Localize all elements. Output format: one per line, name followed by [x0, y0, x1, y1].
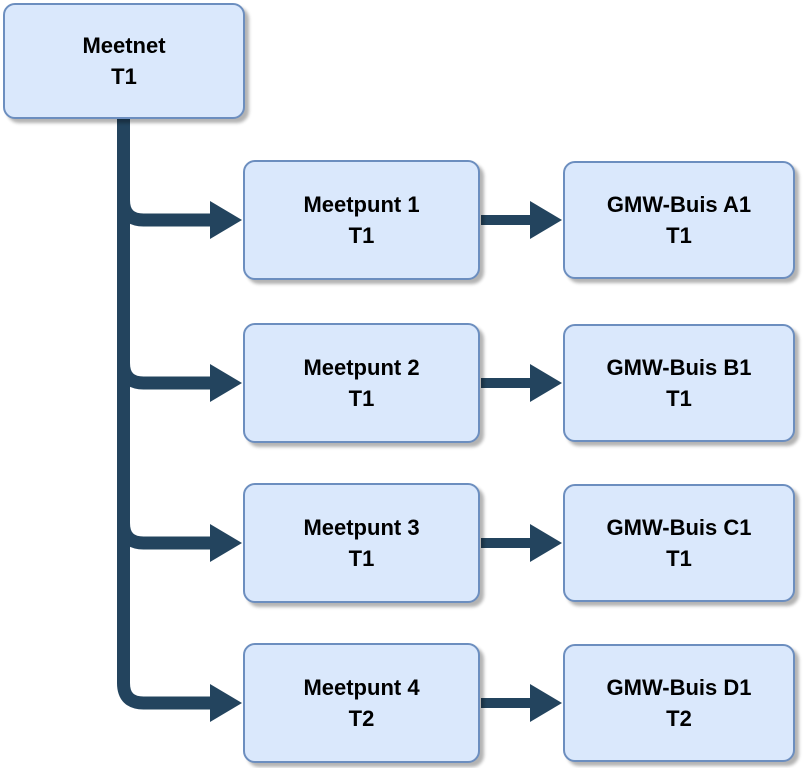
node-sublabel: T1	[348, 223, 375, 248]
node-meetpunt-1: Meetpunt 1 T1	[243, 160, 480, 280]
node-meetpunt-3: Meetpunt 3 T1	[243, 483, 480, 603]
node-gmw-buis-d1: GMW-Buis D1 T2	[563, 644, 795, 762]
node-meetpunt-2: Meetpunt 2 T1	[243, 323, 480, 443]
node-meetpunt-4: Meetpunt 4 T2	[243, 643, 480, 763]
node-label: Meetpunt 4	[303, 675, 420, 700]
node-gmw-buis-c1: GMW-Buis C1 T1	[563, 484, 795, 602]
arrowhead-gmw-d1-icon	[530, 684, 562, 722]
node-label: GMW-Buis C1	[606, 515, 752, 540]
node-sublabel: T1	[348, 546, 375, 571]
node-gmw-buis-b1: GMW-Buis B1 T1	[563, 324, 795, 442]
arrowhead-gmw-b1-icon	[530, 364, 562, 402]
node-sublabel: T1	[666, 546, 692, 571]
edge-meetnet-meetpunt-3	[117, 119, 216, 550]
node-sublabel: T1	[348, 386, 375, 411]
arrowhead-gmw-c1-icon	[530, 524, 562, 562]
node-label: GMW-Buis A1	[606, 192, 752, 217]
node-sublabel: T2	[666, 706, 692, 731]
edge-meetnet-meetpunt-1	[117, 119, 216, 227]
node-label: GMW-Buis B1	[606, 355, 752, 380]
node-gmw-buis-a1: GMW-Buis A1 T1	[563, 161, 795, 279]
arrowhead-meetpunt-1-icon	[210, 201, 242, 239]
node-sublabel: T1	[111, 64, 137, 89]
node-label: Meetpunt 3	[303, 515, 420, 540]
node-sublabel: T1	[666, 223, 692, 248]
node-label: Meetpunt 2	[303, 355, 420, 380]
node-meetnet: Meetnet T1	[3, 3, 245, 119]
arrowhead-meetpunt-2-icon	[210, 364, 242, 402]
node-label: GMW-Buis D1	[606, 675, 752, 700]
node-label: Meetnet	[82, 33, 166, 58]
node-sublabel: T2	[348, 706, 375, 731]
arrowhead-meetpunt-3-icon	[210, 524, 242, 562]
edge-meetnet-meetpunt-4	[117, 119, 216, 710]
arrowhead-meetpunt-4-icon	[210, 684, 242, 722]
node-label: Meetpunt 1	[303, 192, 420, 217]
edge-meetnet-meetpunt-2	[117, 119, 216, 390]
arrowhead-gmw-a1-icon	[530, 201, 562, 239]
node-sublabel: T1	[666, 386, 692, 411]
